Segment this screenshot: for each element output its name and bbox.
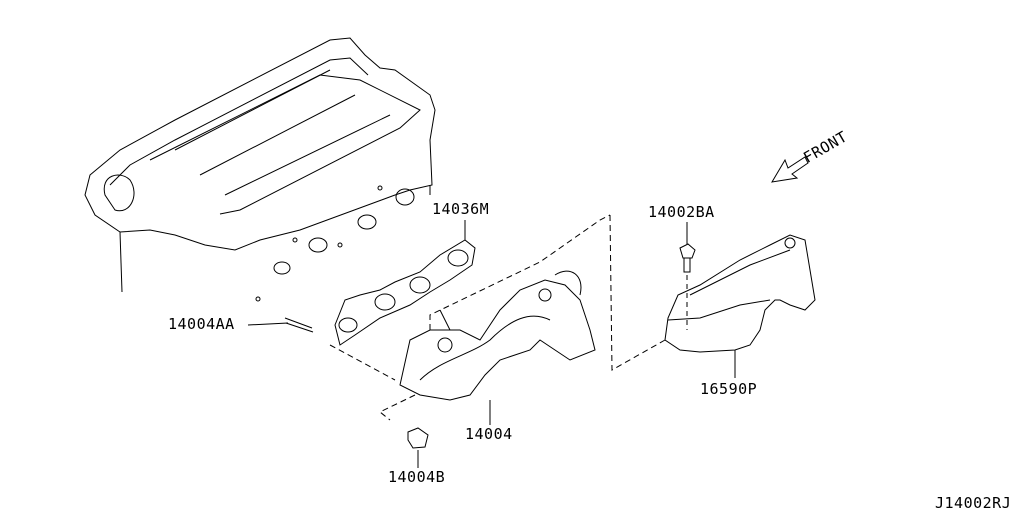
callout-14002BA[interactable]: 14002BA (648, 203, 715, 221)
callout-16590P[interactable]: 16590P (700, 380, 758, 398)
nut-drawing (407, 427, 429, 468)
cylinder-head-drawing (84, 37, 436, 293)
callout-14004AA[interactable]: 14004AA (168, 315, 235, 333)
bolt-drawing (679, 222, 696, 330)
callout-14004[interactable]: 14004 (465, 425, 513, 443)
head-port-holes (273, 185, 415, 275)
diagram-code: J14002RJ (935, 494, 1012, 512)
heat-shield-drawing (664, 234, 816, 378)
front-arrow-icon (771, 156, 809, 183)
stud-drawing (247, 296, 396, 381)
dashed-guide (609, 214, 666, 371)
callout-14004B[interactable]: 14004B (388, 468, 446, 486)
exhaust-manifold-drawing (379, 214, 611, 425)
gasket-drawing (334, 220, 476, 346)
callout-14036M[interactable]: 14036M (432, 200, 490, 218)
